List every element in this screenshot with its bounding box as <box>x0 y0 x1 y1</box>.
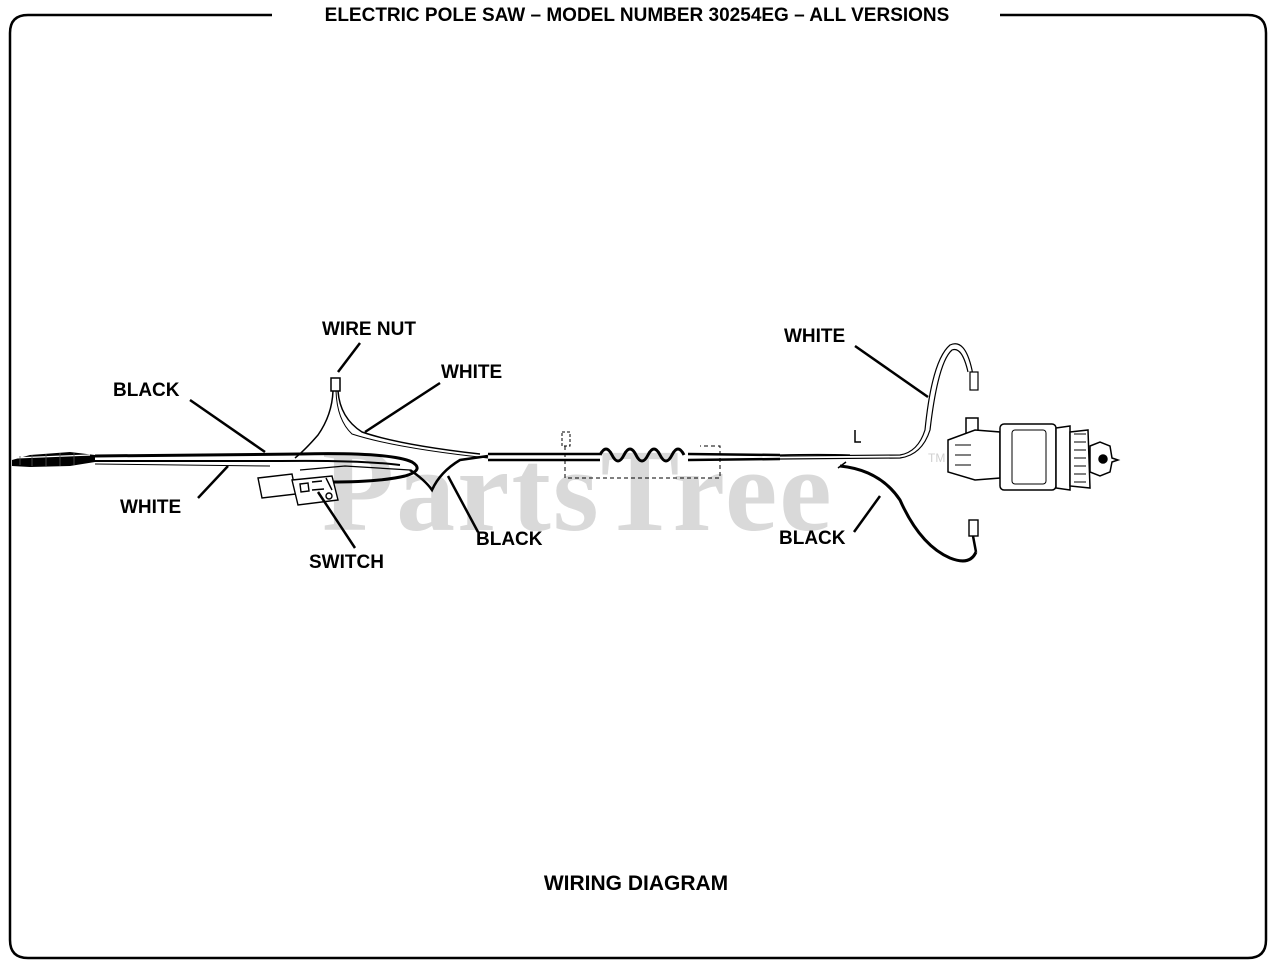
label-switch: SWITCH <box>309 552 384 573</box>
label-black-right: BLACK <box>779 528 846 549</box>
leader-black-right <box>852 495 882 533</box>
label-white-upper: WHITE <box>441 362 502 383</box>
title-backing <box>314 3 960 28</box>
border-frame <box>8 13 1268 960</box>
motor-assembly <box>947 417 1121 491</box>
label-black-center: BLACK <box>476 529 543 550</box>
leader-switch <box>316 491 357 549</box>
power-cord <box>12 452 95 467</box>
leader-black-center <box>446 475 480 533</box>
black-wire-motor <box>837 461 979 563</box>
center-tube <box>488 431 851 479</box>
leader-lines <box>189 342 929 549</box>
label-white-right: WHITE <box>784 326 845 347</box>
leader-black-left <box>189 398 266 454</box>
diagram-caption: WIRING DIAGRAM <box>544 872 728 895</box>
leader-white-left <box>197 465 229 499</box>
leader-white-upper <box>364 381 441 434</box>
white-wire-motor <box>779 343 979 460</box>
label-wire-nut: WIRE NUT <box>322 319 416 340</box>
wire-nut-assembly <box>294 377 489 459</box>
watermark-text: PartsTree <box>322 425 834 556</box>
label-black-left: BLACK <box>113 380 180 401</box>
leader-white-right <box>854 344 929 399</box>
watermark-tm: TM <box>928 451 945 465</box>
label-white-left: WHITE <box>120 497 181 518</box>
leader-wire-nut <box>337 342 361 373</box>
cord-bundle <box>94 452 419 484</box>
diagram-title: ELECTRIC POLE SAW – MODEL NUMBER 30254EG… <box>325 5 950 26</box>
switch-component <box>257 465 411 506</box>
black-wire-center <box>409 454 489 493</box>
